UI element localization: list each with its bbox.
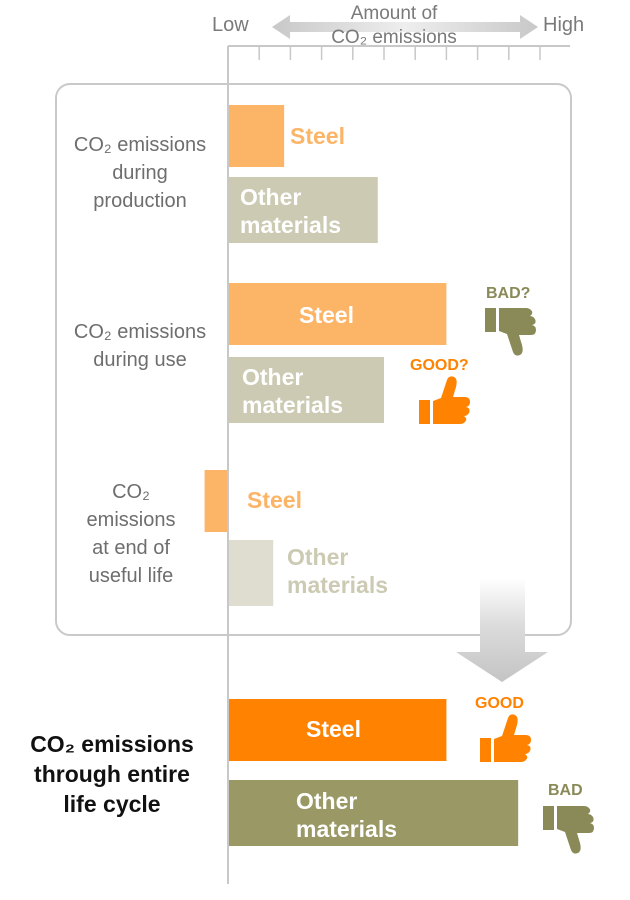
axis-high-label: High bbox=[543, 14, 585, 36]
label-total-steel: Steel bbox=[306, 716, 361, 742]
axis-direction-arrow bbox=[272, 15, 538, 39]
row-label-end-of-life: CO₂ emissions at end of useful life bbox=[86, 481, 176, 587]
label-use-other: Other materials bbox=[242, 364, 344, 418]
bar-other-3 bbox=[228, 357, 384, 423]
axis-low-label: Low bbox=[212, 14, 249, 36]
bar-other-1 bbox=[228, 177, 378, 243]
label-use-steel: Steel bbox=[299, 302, 354, 328]
row-label-use: CO₂ emissions during use bbox=[73, 321, 207, 371]
thumbs-up-icon bbox=[419, 376, 470, 424]
axis-title-line1: Amount of bbox=[350, 3, 438, 24]
thumbs-down-icon bbox=[543, 806, 594, 854]
bar-steel-2 bbox=[228, 283, 447, 345]
bar-steel-4 bbox=[204, 470, 228, 532]
label-end-other: Other materials bbox=[287, 544, 389, 598]
label-production-other: Other materials bbox=[240, 184, 342, 238]
label-total-other: Other materials bbox=[296, 788, 398, 842]
thumbs-up-icon bbox=[480, 714, 531, 762]
bar-other-5 bbox=[228, 540, 274, 606]
bar-other-7 bbox=[228, 780, 519, 846]
verdict-bad: BAD bbox=[548, 782, 583, 799]
axis-ticks bbox=[258, 46, 541, 60]
verdict-good: GOOD bbox=[475, 695, 524, 712]
thumbs-down-icon bbox=[485, 308, 536, 356]
bars bbox=[204, 105, 519, 846]
stage-frame bbox=[55, 83, 572, 636]
verdict-bad-question: BAD? bbox=[486, 285, 531, 302]
row-label-lifecycle: CO₂ emissions through entire life cycle bbox=[30, 731, 194, 817]
axis-title-line2: CO₂ emissions bbox=[331, 27, 457, 48]
verdict-good-question: GOOD? bbox=[410, 357, 469, 374]
label-end-steel: Steel bbox=[247, 487, 302, 513]
bar-steel-6 bbox=[228, 699, 447, 761]
label-production-steel: Steel bbox=[290, 123, 345, 149]
down-arrow-icon bbox=[456, 578, 548, 682]
row-label-production: CO₂ emissions during production bbox=[73, 134, 207, 212]
bar-steel-0 bbox=[228, 105, 285, 167]
verdict-icons bbox=[419, 308, 594, 854]
